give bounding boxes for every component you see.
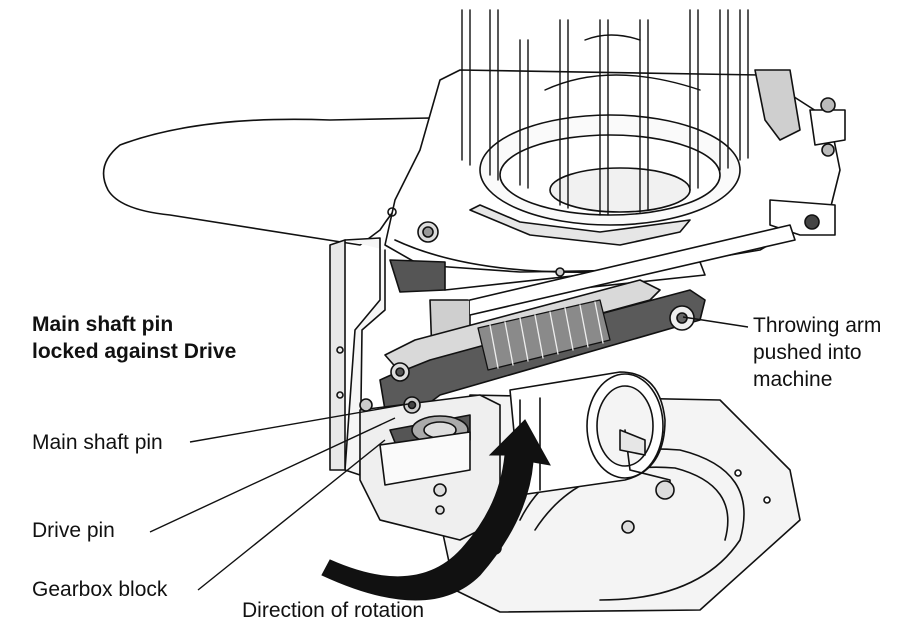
spring: [477, 299, 611, 371]
label-throwing-arm-line3: machine: [753, 367, 833, 391]
label-main-shaft-pin: Main shaft pin: [32, 431, 163, 454]
leader-throwing-arm: [682, 316, 749, 328]
label-main-shaft-pin-locked-line1: Main shaft pin: [32, 313, 174, 336]
label-throwing-arm: Throwing arm pushed into machine: [753, 313, 881, 394]
rotation-arrow: [321, 419, 551, 601]
label-gearbox-block: Gearbox block: [32, 578, 168, 601]
label-throwing-arm-line2: pushed into: [753, 340, 862, 364]
carousel-body: [384, 69, 841, 277]
leader-drive-pin: [149, 417, 396, 533]
mounting-frame: [329, 237, 386, 476]
label-main-shaft-pin-locked: Main shaft pin locked against Drive: [32, 312, 236, 366]
label-drive-pin: Drive pin: [32, 519, 115, 542]
label-main-shaft-pin-locked-line2: locked against Drive: [32, 339, 237, 363]
label-throwing-arm-line1: Throwing arm: [753, 314, 882, 337]
gearbox-block: [359, 394, 501, 541]
right-adjuster: [754, 69, 846, 236]
leader-gearbox-block: [197, 439, 386, 591]
label-direction-of-rotation: Direction of rotation: [242, 599, 425, 622]
leader-lines: [149, 316, 749, 591]
side-tray: [102, 117, 431, 246]
magazine-rods: [461, 9, 749, 216]
leader-main-shaft-pin: [189, 403, 409, 443]
